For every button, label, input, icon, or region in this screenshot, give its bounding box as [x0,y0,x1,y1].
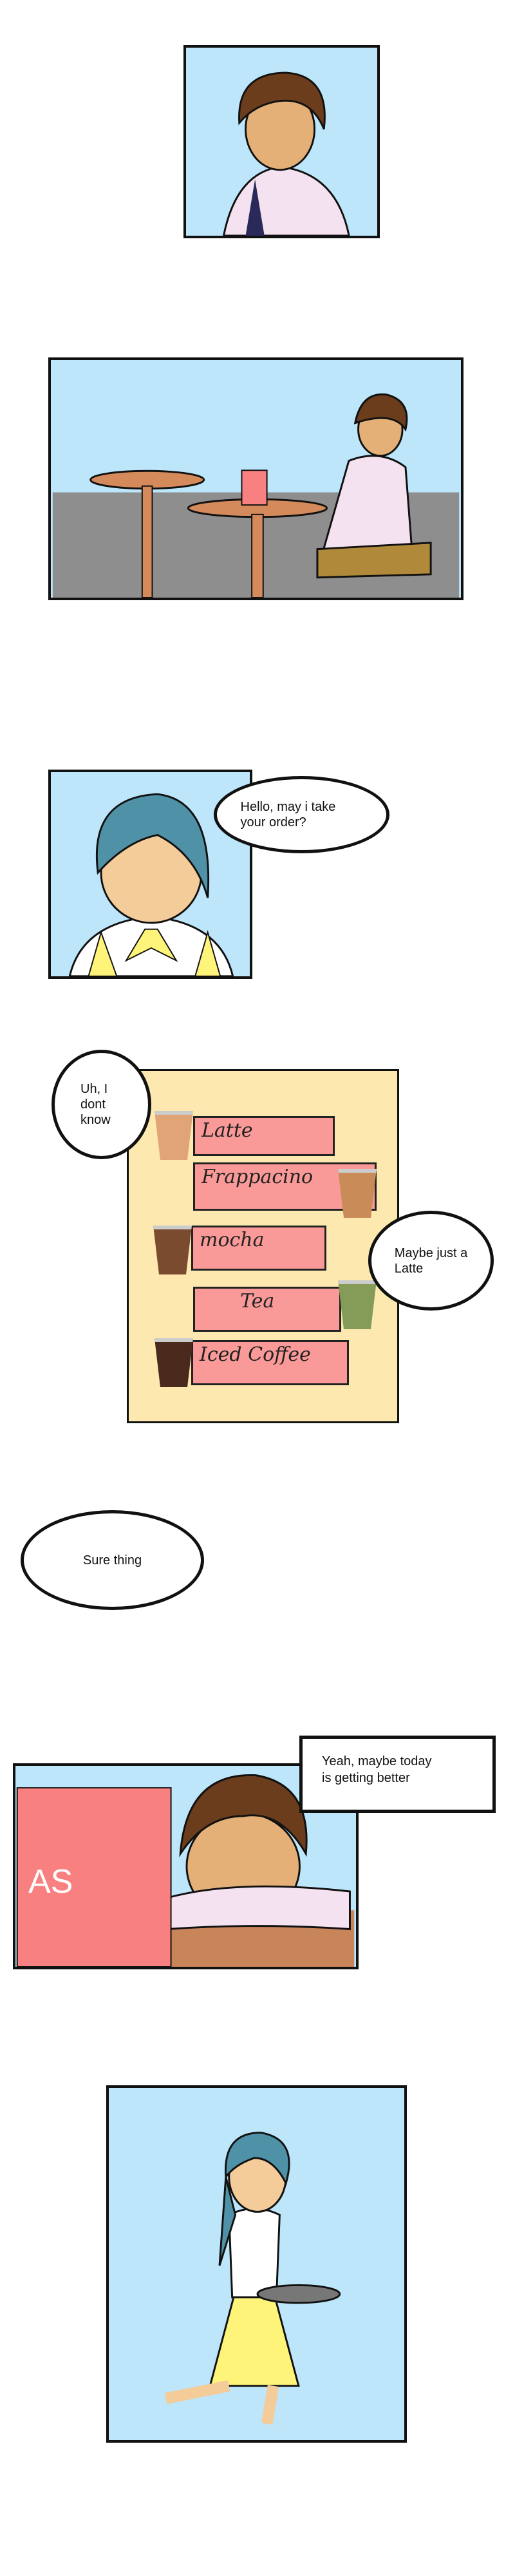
menu-item-tea: Tea [193,1287,341,1332]
panel-boy-laptop: AS [13,1763,359,1969]
speech-bubble-greeting: Hello, may i take your order? [214,776,389,853]
speech-bubble-sure-thing: Sure thing [21,1510,204,1610]
speech-line: Latte [394,1261,424,1276]
menu-item-label: Tea [240,1290,275,1312]
speech-bubble-unsure: Uh, I dont know [52,1050,151,1159]
boy-illustration [222,71,350,236]
speech-text: Hello, may i take your order? [240,800,336,829]
panel-waitress-running [106,2085,407,2443]
panel-boy-portrait [183,45,380,238]
frappacino-cup-icon [338,1169,377,1218]
panel-cafe [48,357,464,600]
menu-item-label: mocha [200,1229,265,1251]
caption-line: is getting better [322,1771,410,1785]
speech-bubble-latte: Maybe just a Latte [368,1211,494,1311]
speech-text: Sure thing [82,1553,142,1567]
menu-item-mocha: mocha [191,1226,326,1271]
speech-line: know [80,1113,111,1127]
menu-item-label: Iced Coffee [200,1343,311,1366]
panel-waitress-greeting [48,770,252,979]
menu-item-label: Frappacino [201,1166,314,1188]
tea-cup-icon [338,1280,377,1329]
menu-item-label: Latte [201,1119,253,1142]
menu-item-latte: Latte [193,1116,335,1156]
waitress-illustration [68,793,234,976]
boy-leaning-illustration [16,1774,355,1967]
iced-coffee-cup-icon [154,1338,193,1387]
caption-line: Yeah, maybe today [322,1754,432,1768]
laptop-logo: AS [28,1863,73,1900]
menu-item-iced-coffee: Iced Coffee [191,1340,349,1385]
speech-line: Maybe just a [394,1245,468,1260]
caption-box: Yeah, maybe today is getting better [299,1736,496,1813]
panel-menu: Latte Frappacino mocha Tea Iced Coffee [127,1069,399,1423]
speech-line: dont [80,1097,106,1112]
speech-line: Uh, I [80,1082,108,1096]
latte-cup-icon [154,1111,193,1160]
waitress-running-illustration [164,2132,341,2425]
cafe-illustration [52,393,460,598]
mocha-cup-icon [153,1226,192,1274]
